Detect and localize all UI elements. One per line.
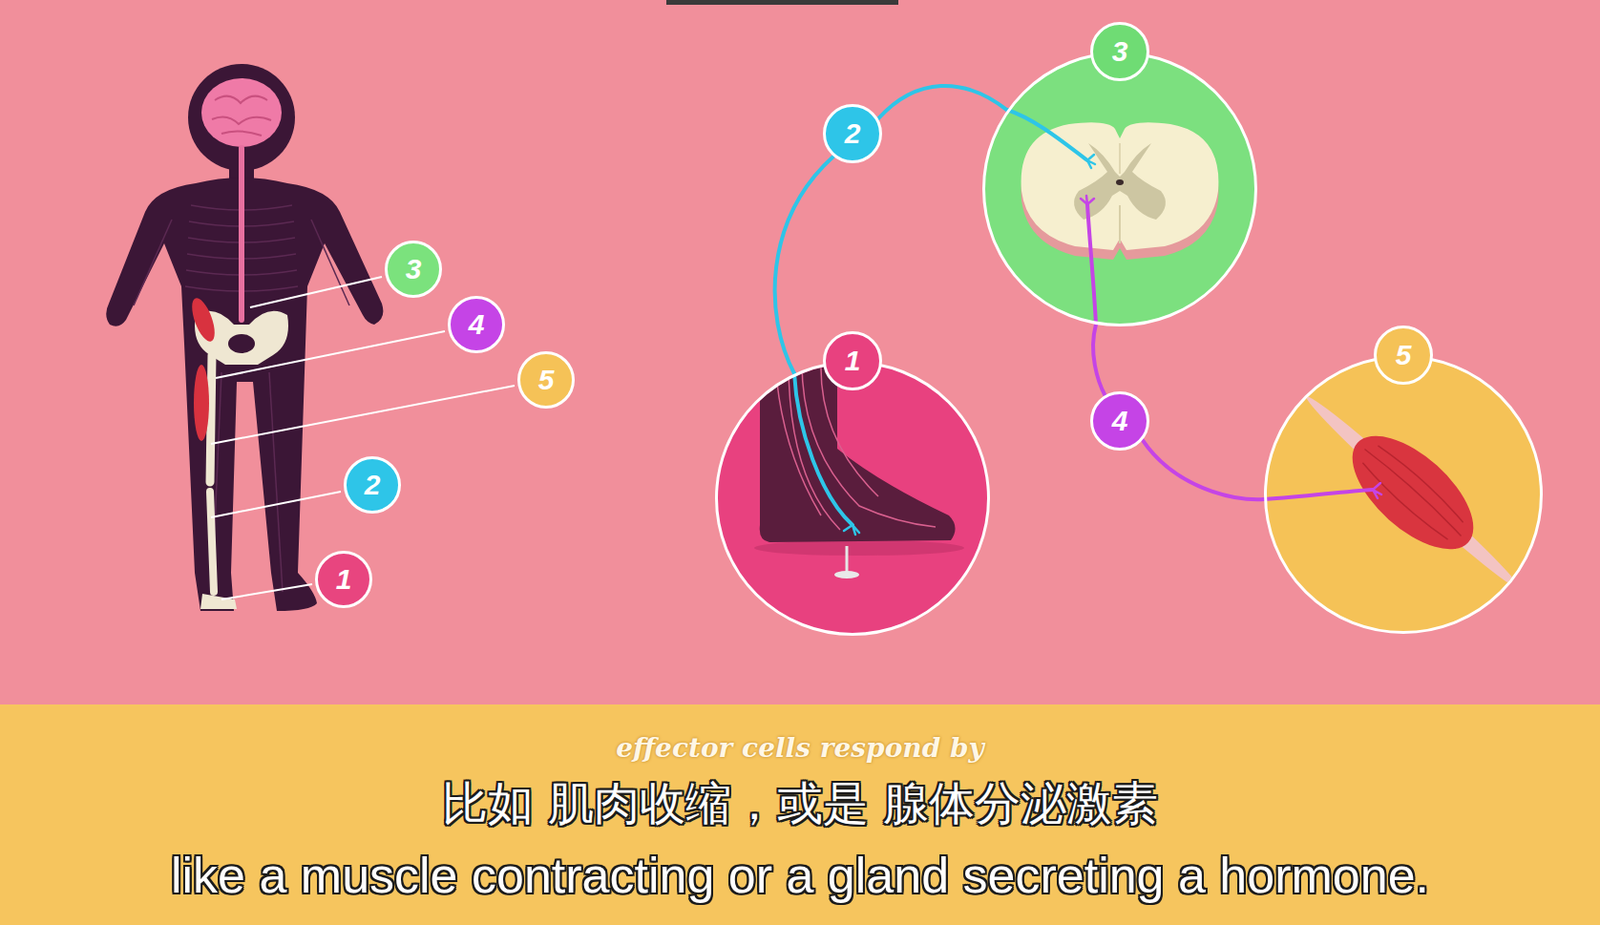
nerve-fibre (794, 109, 1382, 535)
leader-line-part (215, 331, 445, 379)
nerve-fibre-part (1263, 489, 1373, 500)
spinal-cord-illustration (984, 53, 1256, 325)
nerve-fibre-part (1007, 109, 1088, 161)
callout-number: 5 (1395, 340, 1412, 370)
body-figure-part (200, 593, 237, 610)
muscle-illustration-part-part-part (1354, 438, 1472, 548)
callout-number: 1 (844, 346, 862, 376)
spinal-cord-circle: 3 (982, 51, 1258, 327)
leader-line-part (221, 584, 313, 600)
callout-circle: 4 (447, 295, 506, 354)
body-figure-part (187, 294, 219, 344)
foot-illustration-part-part (834, 570, 860, 579)
foot-illustration-part-part (845, 546, 849, 573)
leader-line-part (250, 276, 382, 308)
spinal-cord-illustration-part (984, 53, 1256, 325)
body-figure-part (105, 177, 383, 611)
nerve-fibre-part (1372, 483, 1382, 499)
callout-badge: 5 (1373, 325, 1433, 385)
foot-illustration-part-part (801, 362, 936, 527)
nerve-fibre-part (1087, 154, 1095, 169)
callout-number: 4 (1112, 406, 1129, 436)
body-figure-part-part (269, 372, 283, 592)
spinal-cord-illustration-part-part (1118, 143, 1121, 174)
body-figure-part (210, 355, 212, 483)
callout-circle: 4 (1090, 391, 1150, 451)
faded-caption: effector cells respond by (0, 733, 1600, 764)
callout-number: 3 (1112, 37, 1129, 66)
callout-circle: 3 (384, 240, 443, 298)
callout-circle: 2 (822, 104, 883, 164)
spinal-cord-illustration-part-part (1021, 122, 1220, 251)
top-bar (666, 0, 899, 5)
nerve-connector (878, 85, 1008, 120)
foot-illustration (716, 353, 989, 634)
body-figure-part (201, 78, 282, 148)
foot-illustration-part (716, 362, 989, 634)
body-figure-part (193, 364, 210, 442)
body-figure-part (238, 147, 245, 320)
body-figure-part-part (133, 219, 172, 306)
callout-number: 4 (468, 310, 485, 339)
callout-number: 5 (538, 365, 555, 395)
callout-badge: 1 (822, 331, 883, 391)
spinal-cord-illustration-part-part (1118, 205, 1121, 244)
nerve-connector (775, 156, 834, 375)
callout-circle: 2 (343, 456, 401, 514)
spinal-cord-illustration-part (1021, 122, 1220, 260)
leader-line-part (210, 491, 341, 518)
spinal-cord-illustration-part-part (1115, 179, 1124, 186)
nerve-fibre-part (1087, 204, 1096, 325)
callout-number: 2 (844, 119, 862, 148)
callout-number: 1 (336, 565, 353, 594)
nerve-connector (1093, 324, 1105, 396)
subtitle-band: effector cells respond by 比如 肌肉收缩，或是 腺体分泌… (0, 704, 1600, 925)
nerve-fibre-part (843, 525, 860, 535)
subtitle-chinese: 比如 肌肉收缩，或是 腺体分泌激素 (0, 777, 1600, 830)
nerve-fibre-part (794, 373, 853, 526)
body-figure (105, 63, 383, 611)
callout-badge: 3 (1090, 21, 1150, 82)
foot-illustration-part-part (754, 540, 965, 556)
callout-circle: 1 (315, 550, 373, 609)
leader-line-part (210, 385, 515, 444)
subtitle-english: like a muscle contracting or a gland sec… (0, 847, 1600, 906)
body-figure-part (211, 96, 272, 136)
body-figure-part (210, 491, 214, 592)
muscle-circle: 5 (1263, 355, 1543, 634)
nerve-fibre-part (1080, 195, 1095, 205)
callout-circle: 5 (517, 351, 575, 409)
leader-line (210, 276, 515, 600)
body-figure-part (228, 334, 255, 354)
foot-circle: 1 (715, 360, 990, 636)
nerve-connector (1142, 440, 1264, 500)
callout-number: 2 (364, 470, 381, 500)
callout-number: 3 (405, 254, 422, 284)
